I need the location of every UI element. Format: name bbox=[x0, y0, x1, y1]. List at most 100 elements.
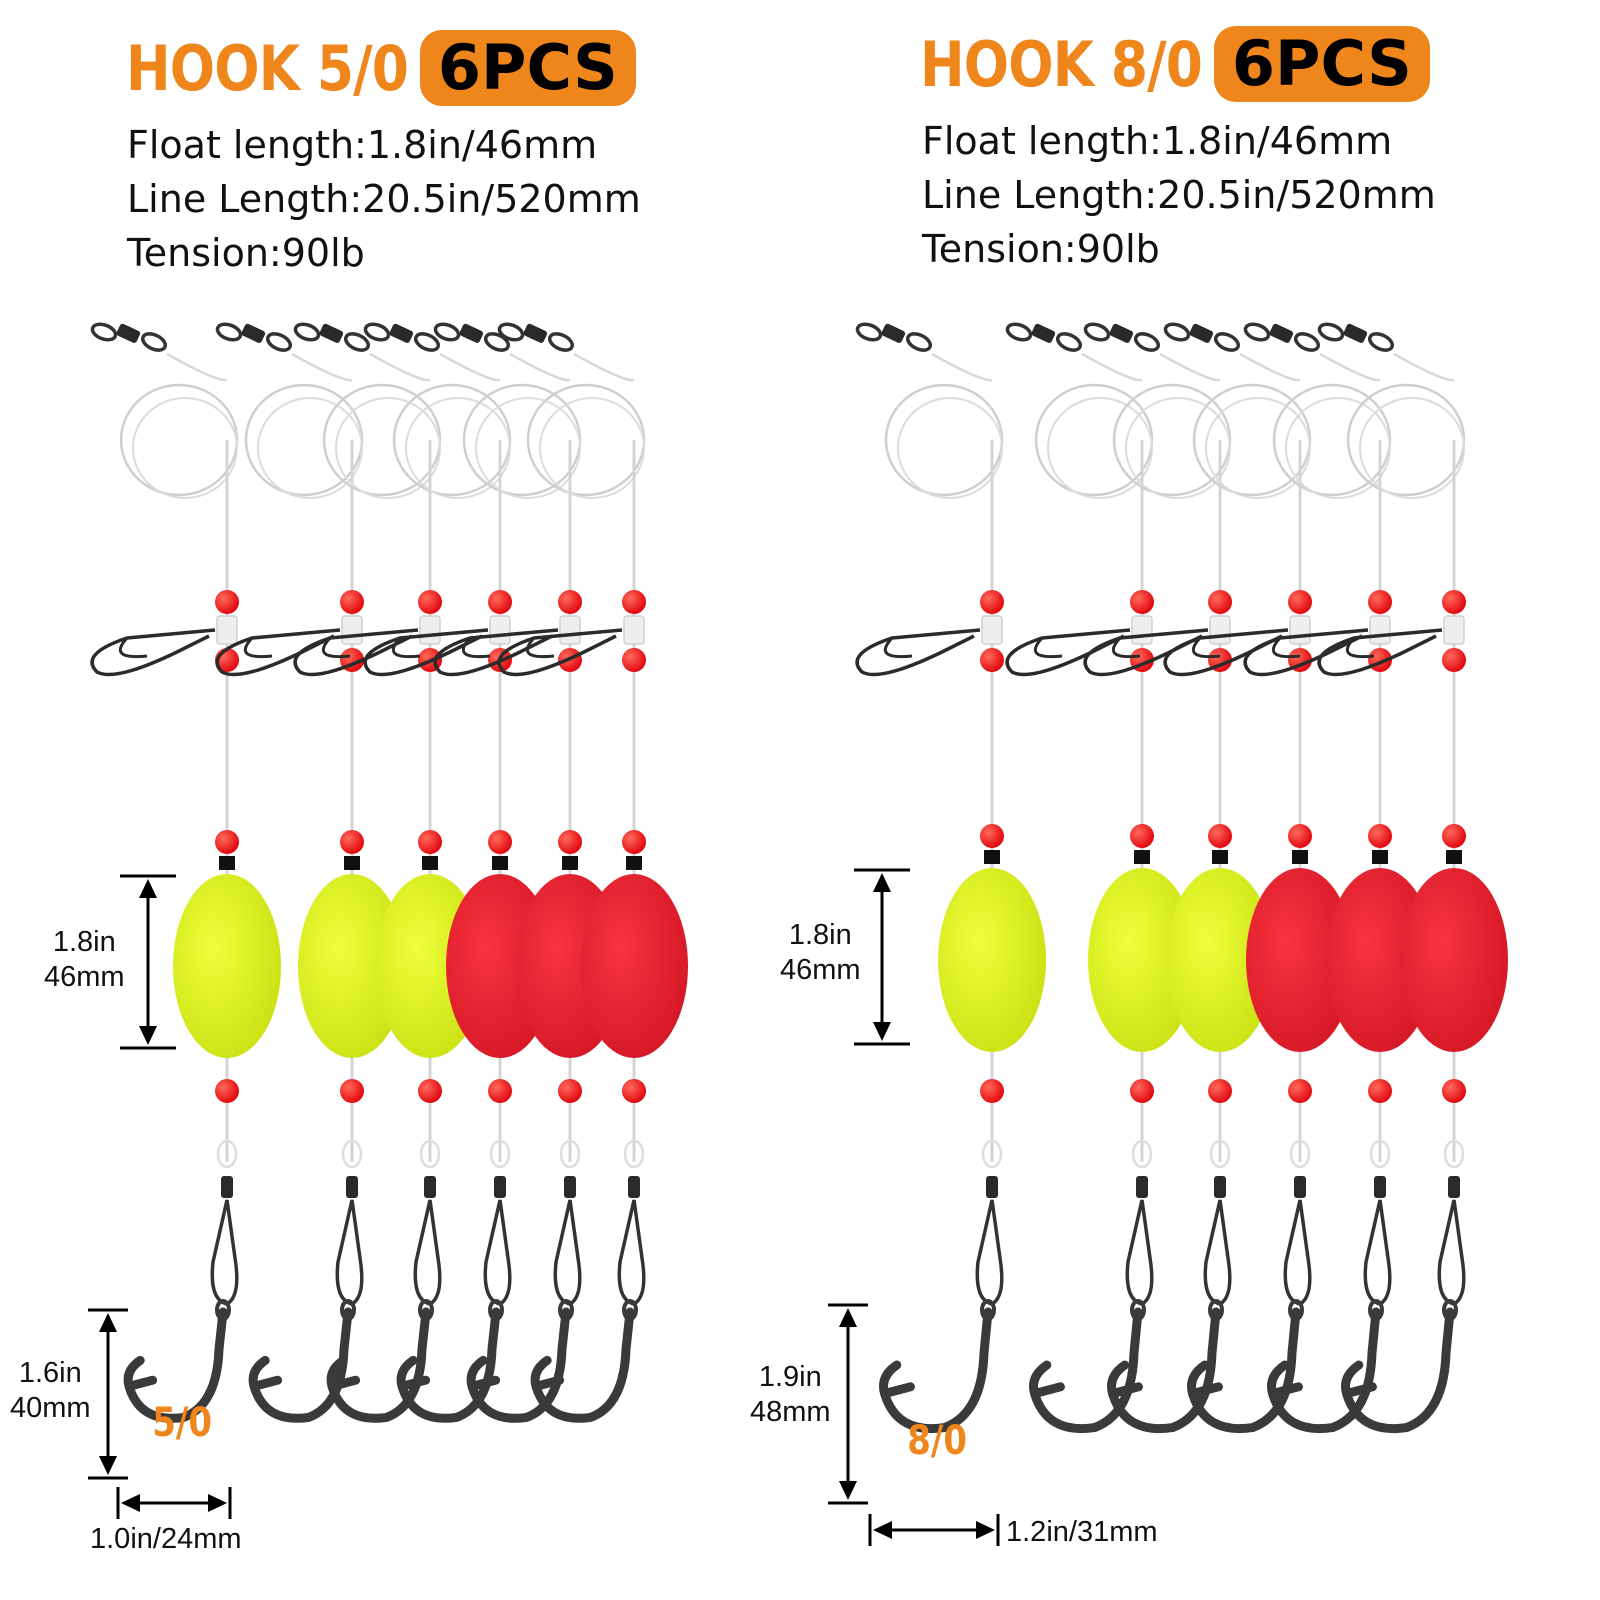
hook-size-title: HOOK 8/0 bbox=[920, 27, 1203, 101]
sinker-slide bbox=[623, 615, 645, 645]
hook-snap bbox=[1437, 1199, 1466, 1306]
snap-clip bbox=[855, 628, 981, 677]
leader-rig bbox=[1317, 322, 1508, 1433]
fishing-hook bbox=[1341, 1307, 1455, 1433]
spec-line-length: Line Length:20.5in/520mm bbox=[127, 177, 641, 221]
swivel-barrel bbox=[319, 323, 344, 343]
fishing-hook bbox=[879, 1307, 993, 1433]
swivel-eye bbox=[413, 332, 441, 352]
leader-rig bbox=[293, 322, 484, 1423]
hook-swivel bbox=[424, 1176, 436, 1198]
line-coil bbox=[884, 383, 1004, 497]
line-coil bbox=[526, 383, 646, 497]
hook-size-title: HOOK 5/0 bbox=[126, 31, 409, 105]
swivel-eye bbox=[483, 332, 511, 352]
red-bead bbox=[1288, 1079, 1312, 1103]
leader-line bbox=[1239, 352, 1301, 382]
hook-snap bbox=[553, 1199, 582, 1306]
red-bead bbox=[1130, 824, 1154, 848]
float-red bbox=[1326, 868, 1434, 1052]
snap-clip bbox=[215, 628, 341, 677]
hook-snap bbox=[1125, 1199, 1154, 1306]
red-bead bbox=[1442, 1079, 1466, 1103]
line-loop bbox=[1289, 1139, 1311, 1169]
snap-clip bbox=[90, 628, 216, 677]
fishing-hook bbox=[123, 1307, 228, 1423]
dim-arrow bbox=[976, 1521, 995, 1539]
hook-snap bbox=[975, 1199, 1004, 1306]
swivel-eye bbox=[343, 332, 371, 352]
snap-clip bbox=[1083, 628, 1209, 677]
line-coil bbox=[475, 397, 581, 499]
red-bead bbox=[1208, 590, 1232, 614]
line-coil bbox=[1192, 383, 1312, 497]
leader-line bbox=[166, 352, 228, 382]
red-bead bbox=[418, 830, 442, 854]
swivel-eye bbox=[1083, 322, 1111, 342]
leader-rig bbox=[1083, 322, 1274, 1433]
red-bead bbox=[1442, 648, 1466, 672]
leader-rig bbox=[1243, 322, 1434, 1433]
snap-clip bbox=[1191, 636, 1221, 659]
snap-clip bbox=[1111, 636, 1141, 659]
product-panel-hook-8-0: HOOK 8/0 6PCS Float length:1.8in/46mm Li… bbox=[750, 0, 1600, 1600]
line-coil bbox=[257, 397, 363, 499]
swivel-barrel bbox=[1269, 323, 1294, 343]
hook-swivel bbox=[1214, 1176, 1226, 1198]
red-bead bbox=[1442, 590, 1466, 614]
red-bead bbox=[622, 648, 646, 672]
sinker-slide bbox=[1131, 615, 1153, 645]
dimension-markers bbox=[828, 868, 1000, 1546]
line-coil bbox=[244, 383, 364, 497]
snap-clip bbox=[433, 628, 559, 677]
red-bead bbox=[340, 590, 364, 614]
sinker-slide bbox=[341, 615, 363, 645]
snap-clip bbox=[883, 636, 913, 659]
swivel-barrel bbox=[523, 323, 548, 343]
hook-eye bbox=[488, 1299, 504, 1321]
sinker-slide bbox=[419, 615, 441, 645]
red-bead bbox=[418, 1079, 442, 1103]
leader-line bbox=[1081, 352, 1143, 382]
float-cap bbox=[1212, 850, 1228, 864]
snap-clip bbox=[497, 628, 623, 677]
red-bead bbox=[622, 590, 646, 614]
snap-clip bbox=[461, 636, 491, 659]
line-coil bbox=[335, 397, 441, 499]
hook-snap bbox=[210, 1199, 239, 1306]
dim-arrow bbox=[839, 1308, 857, 1327]
float-cap bbox=[422, 856, 438, 870]
dim-arrow bbox=[873, 873, 891, 892]
swivel-eye bbox=[215, 322, 243, 342]
float-yellow bbox=[938, 868, 1046, 1052]
swivel-barrel bbox=[116, 323, 141, 343]
sinker-slide bbox=[489, 615, 511, 645]
line-loop bbox=[1131, 1139, 1153, 1169]
leader-line bbox=[931, 352, 993, 382]
float-cap bbox=[344, 856, 360, 870]
line-loop bbox=[216, 1139, 238, 1169]
snap-clip bbox=[363, 628, 489, 677]
sinker-slide bbox=[1443, 615, 1465, 645]
line-loop bbox=[419, 1139, 441, 1169]
pcs-badge: 6PCS bbox=[1213, 26, 1430, 102]
line-coil bbox=[392, 383, 512, 497]
heading: HOOK 5/0 6PCS bbox=[126, 28, 636, 108]
red-bead bbox=[340, 830, 364, 854]
snap-clip bbox=[243, 636, 273, 659]
line-coil bbox=[322, 383, 442, 497]
swivel-eye bbox=[433, 322, 461, 342]
leader-rig bbox=[1163, 322, 1354, 1433]
red-bead bbox=[1208, 1079, 1232, 1103]
line-coil bbox=[1272, 383, 1392, 497]
snap-clip bbox=[1271, 636, 1301, 659]
red-bead bbox=[1130, 1079, 1154, 1103]
dim-arrow bbox=[873, 1521, 892, 1539]
dim-arrow bbox=[99, 1456, 117, 1475]
spec-list: Float length:1.8in/46mm Line Length:20.5… bbox=[127, 118, 641, 280]
red-bead bbox=[488, 590, 512, 614]
dim-arrow bbox=[121, 1494, 140, 1512]
snap-clip bbox=[293, 628, 419, 677]
